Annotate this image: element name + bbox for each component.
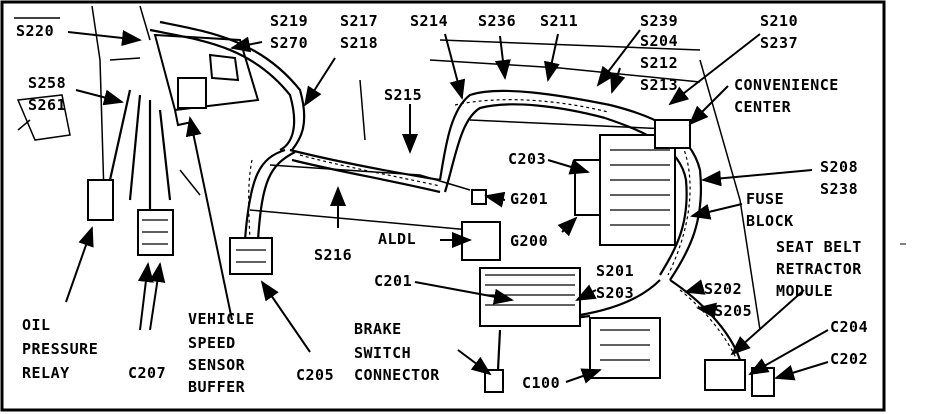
c205-connector: [229, 237, 273, 275]
label-pressure: PRESSURE: [22, 340, 99, 358]
label-module: MODULE: [776, 282, 834, 300]
label-s218: S218: [340, 34, 379, 52]
label-s217: S217: [340, 12, 379, 30]
label-oil: OIL: [22, 316, 51, 334]
fuse-block-shape: [599, 134, 676, 246]
label-vehicle: VEHICLE: [188, 310, 255, 328]
label-buffer: BUFFER: [188, 378, 246, 396]
label-s237: S237: [760, 34, 799, 52]
oil-relay-connector: [87, 179, 114, 221]
label-g201: G201: [510, 190, 549, 208]
label-fuse: FUSE: [746, 190, 785, 208]
label-s258: S258: [28, 74, 67, 92]
dash-panel-outline: [14, 5, 761, 331]
label-s201: S201: [596, 262, 635, 280]
label-s236: S236: [478, 12, 517, 30]
label-retractor: RETRACTOR: [776, 260, 862, 278]
label-speed: SPEED: [188, 334, 236, 352]
label-s219: S219: [270, 12, 309, 30]
label-brake: BRAKE: [354, 320, 402, 338]
label-s210: S210: [760, 12, 799, 30]
label-s202: S202: [704, 280, 743, 298]
label-c207: C207: [128, 364, 167, 382]
label-c201: C201: [374, 272, 413, 290]
vehicle-speed-sensor-buffer-box: [153, 33, 260, 127]
label-s220: S220: [16, 22, 55, 40]
label-s204: S204: [640, 32, 679, 50]
label-sensor: SENSOR: [188, 356, 246, 374]
label-block: BLOCK: [746, 212, 794, 230]
g201-ground: [471, 189, 487, 205]
label-relay: RELAY: [22, 364, 70, 382]
label-aldl: ALDL: [378, 230, 417, 248]
label-s238: S238: [820, 180, 859, 198]
label-seat-belt: SEAT BELT: [776, 238, 862, 256]
leader-arrows: [65, 29, 829, 384]
label-s270: S270: [270, 34, 309, 52]
convenience-center-shape: [654, 119, 691, 149]
c100-connector: [589, 317, 661, 379]
label-c205: C205: [296, 366, 335, 384]
label-s215: S215: [384, 86, 423, 104]
brake-switch-connector-shape: [484, 369, 504, 393]
connector-shapes: [87, 119, 775, 397]
label-s213: S213: [640, 76, 679, 94]
label-s203: S203: [596, 284, 635, 302]
label-c203: C203: [508, 150, 547, 168]
label-s214: S214: [410, 12, 449, 30]
label-switch: SWITCH: [354, 344, 412, 362]
label-s261: S261: [28, 96, 67, 114]
diagram-frame: [0, 0, 886, 412]
label-convenience: CONVENIENCE: [734, 76, 839, 94]
label-c100: C100: [522, 374, 561, 392]
label-g200: G200: [510, 232, 549, 250]
label-c204: C204: [830, 318, 869, 336]
label-s211: S211: [540, 12, 579, 30]
label-c202: C202: [830, 350, 869, 368]
label-connector: CONNECTOR: [354, 366, 440, 384]
c204-connector: [704, 359, 746, 391]
label-s239: S239: [640, 12, 679, 30]
label-center: CENTER: [734, 98, 792, 116]
c202-connector: [751, 367, 775, 397]
label-s205: S205: [714, 302, 753, 320]
label-s216: S216: [314, 246, 353, 264]
connector-details: [142, 149, 670, 361]
label-s212: S212: [640, 54, 679, 72]
label-s208: S208: [820, 158, 859, 176]
